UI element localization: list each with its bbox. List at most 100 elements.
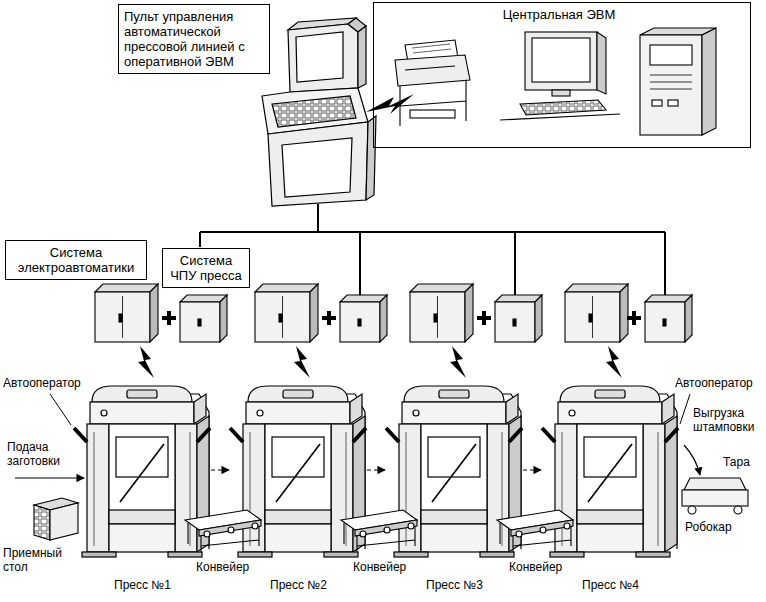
central-computer-drawing: [532, 38, 590, 82]
robocar-drawing: [682, 490, 748, 506]
central-computer-drawing: [520, 100, 606, 115]
console-drawing: [268, 122, 368, 206]
flow-arrow: [684, 445, 700, 475]
robocar-drawing: [682, 478, 748, 514]
robocar-drawing: [734, 506, 742, 514]
part-label: Автооператор: [2, 376, 82, 390]
part-label: Конвейер: [352, 560, 407, 574]
plus-sign: [162, 311, 176, 325]
caption-box: Пульт управления автоматической прессово…: [118, 4, 270, 74]
control-bus-line: [200, 204, 665, 295]
control-cabinet: [340, 295, 387, 342]
central-computer-drawing: [640, 35, 702, 135]
control-bus-line: [317, 204, 319, 232]
central-computer-drawing: [652, 100, 662, 106]
caption-box: Система ЧПУ пресса: [162, 248, 250, 288]
central-computer-drawing: [552, 90, 570, 96]
part-label: Робокар: [684, 520, 733, 534]
conveyor-drawing: [185, 510, 573, 552]
control-bus-line: [664, 232, 666, 295]
conveyor-drawing: [185, 510, 261, 552]
leader-line: [680, 394, 690, 424]
computer-frame: Центральная ЭВМ: [373, 2, 751, 148]
part-label: Автооператор: [674, 376, 754, 390]
node-text: Центральная ЭВМ: [379, 7, 739, 22]
central-computer-drawing: [500, 114, 620, 120]
press-drawing: [230, 386, 366, 557]
console-drawing: [288, 24, 358, 92]
flow-arrow: [367, 469, 385, 470]
flow-label: Выгрузка штамповки: [692, 406, 766, 434]
console-drawing: [272, 96, 356, 127]
control-bus-line: [514, 232, 516, 295]
central-computer-drawing: [597, 32, 606, 94]
part-label: Тара: [722, 455, 751, 469]
plus-sign: [162, 311, 641, 325]
receiving-table: [34, 505, 50, 540]
flow-arrow: [15, 477, 84, 478]
radio-link-bolt: [294, 346, 310, 378]
press-label: Пресс №1: [113, 578, 172, 592]
press-label: Пресс №3: [425, 578, 484, 592]
control-cabinet: [495, 295, 542, 342]
robocar-drawing: [688, 506, 696, 514]
flow-label: Подача заготовки: [6, 440, 80, 468]
flow-arrow: [523, 469, 541, 470]
node-text: Система ЧПУ пресса: [168, 253, 244, 283]
press-drawing: [74, 386, 210, 557]
node-text: Система электроавтоматики: [11, 245, 141, 275]
leader-line: [50, 394, 690, 425]
control-cabinet: [645, 295, 692, 342]
press-drawing: [542, 386, 678, 557]
part-label: Конвейер: [508, 560, 563, 574]
console-drawing: [262, 18, 376, 206]
console-drawing: [366, 116, 376, 200]
conveyor-drawing: [497, 510, 573, 552]
central-computer-drawing: [395, 28, 716, 135]
part-label: Приемный стол: [2, 546, 74, 574]
receiving-table: [50, 503, 78, 540]
console-drawing: [296, 32, 343, 82]
press-drawing: [74, 386, 678, 557]
central-computer-drawing: [395, 55, 470, 86]
central-computer-drawing: [412, 44, 451, 53]
control-cabinet: [410, 284, 473, 342]
conveyor-drawing: [341, 510, 417, 552]
central-computer-drawing: [400, 80, 466, 126]
plus-sign: [322, 311, 336, 325]
part-label: Конвейер: [195, 560, 250, 574]
press-drawing: [386, 386, 522, 557]
leader-line: [50, 394, 71, 425]
central-computer-drawing: [650, 75, 692, 89]
central-computer-drawing: [650, 45, 692, 65]
control-cabinet: [180, 295, 227, 342]
radio-link-bolt: [138, 346, 622, 378]
flow-arrow: [15, 445, 700, 478]
flow-arrow: [211, 469, 229, 470]
control-cabinet: [95, 284, 692, 342]
radio-link-bolt: [450, 346, 466, 378]
control-bus-line: [359, 232, 361, 295]
control-bus-line: [200, 231, 665, 233]
central-computer-drawing: [410, 110, 455, 118]
radio-link-bolt: [138, 346, 154, 378]
plus-sign: [627, 311, 641, 325]
radio-link-bolt: [606, 346, 622, 378]
receiving-table: [34, 498, 78, 540]
press-label: Пресс №2: [269, 578, 328, 592]
robocar-drawing: [684, 478, 746, 490]
caption-box: Система электроавтоматики: [5, 240, 147, 280]
console-drawing: [358, 26, 366, 88]
central-computer-drawing: [668, 100, 678, 106]
node-text: Пульт управления автоматической прессово…: [124, 9, 264, 69]
control-cabinet: [565, 284, 628, 342]
plus-sign: [477, 311, 491, 325]
press-label: Пресс №4: [581, 578, 640, 592]
control-bus-line: [199, 232, 201, 247]
central-computer-drawing: [405, 66, 455, 70]
console-drawing: [282, 138, 352, 197]
central-computer-drawing: [525, 32, 597, 90]
central-computer-drawing: [702, 28, 716, 135]
